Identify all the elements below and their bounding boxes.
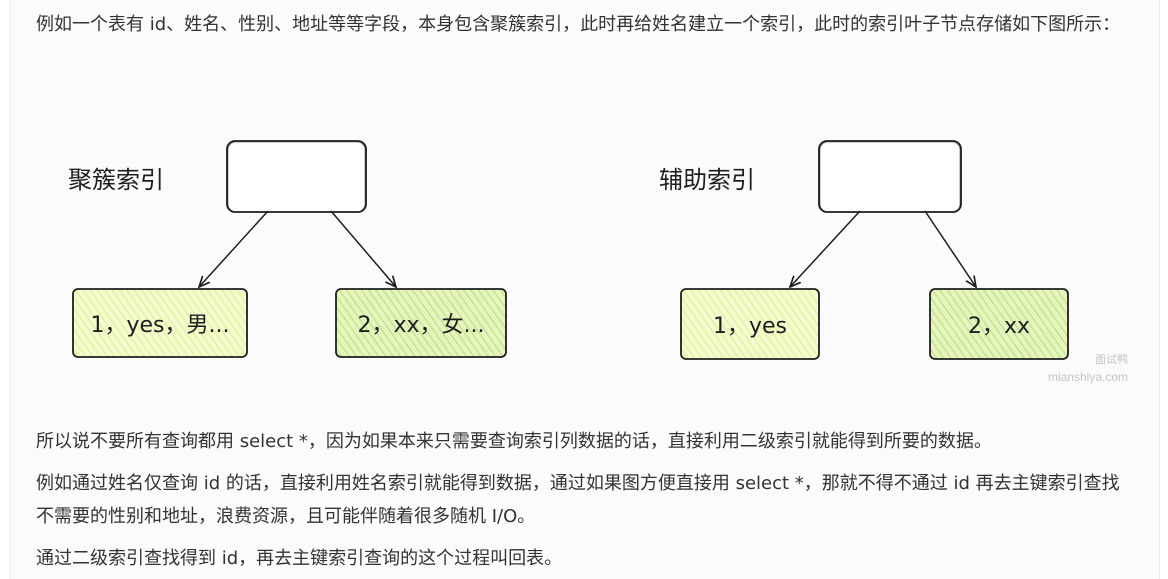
arrow-left <box>790 210 861 287</box>
clustered-leaf-1-label: 1，yes，男... <box>91 313 230 338</box>
secondary-leaf-1: 1，yes <box>680 288 820 360</box>
arrow-right <box>330 210 396 287</box>
secondary-root-node <box>818 140 962 213</box>
example-paragraph: 例如通过姓名仅查询 id 的话，直接利用姓名索引就能得到数据，通过如果图方便直接… <box>36 473 1120 527</box>
secondary-leaf-2-label: 2，xx <box>968 314 1030 339</box>
watermark: 面试鸭 mianshiya.com <box>1048 353 1128 384</box>
secondary-index-title: 辅助索引 <box>659 166 755 194</box>
clustered-leaf-1: 1，yes，男... <box>72 288 248 358</box>
secondary-leaf-1-label: 1，yes <box>713 314 787 339</box>
arrow-right <box>924 210 976 287</box>
clustered-root-node <box>226 140 367 213</box>
intro-paragraph: 例如一个表有 id、姓名、性别、地址等等字段，本身包含聚簇索引，此时再给姓名建立… <box>36 14 1121 35</box>
select-star-paragraph: 所以说不要所有查询都用 select *，因为如果本来只需要查询索引列数据的话，… <box>36 431 992 452</box>
watermark-line-1: 面试鸭 <box>1095 353 1128 366</box>
clustered-leaf-2-label: 2，xx，女... <box>357 313 484 338</box>
article-body: 例如一个表有 id、姓名、性别、地址等等字段，本身包含聚簇索引，此时再给姓名建立… <box>10 0 1160 579</box>
index-diagram: 聚簇索引 1，yes，男... 2，xx，女... 辅助索引 <box>68 140 1128 384</box>
watermark-line-2: mianshiya.com <box>1048 370 1128 384</box>
secondary-index-group: 辅助索引 1，yes 2，xx <box>659 140 1069 360</box>
arrow-left <box>199 210 269 287</box>
clustered-leaf-2: 2，xx，女... <box>335 288 507 358</box>
clustered-index-title: 聚簇索引 <box>68 166 164 194</box>
secondary-leaf-2: 2，xx <box>929 288 1069 360</box>
conclusion-paragraph: 通过二级索引查找得到 id，再去主键索引查询的这个过程叫回表。 <box>36 548 563 569</box>
clustered-index-group: 聚簇索引 1，yes，男... 2，xx，女... <box>68 140 507 358</box>
